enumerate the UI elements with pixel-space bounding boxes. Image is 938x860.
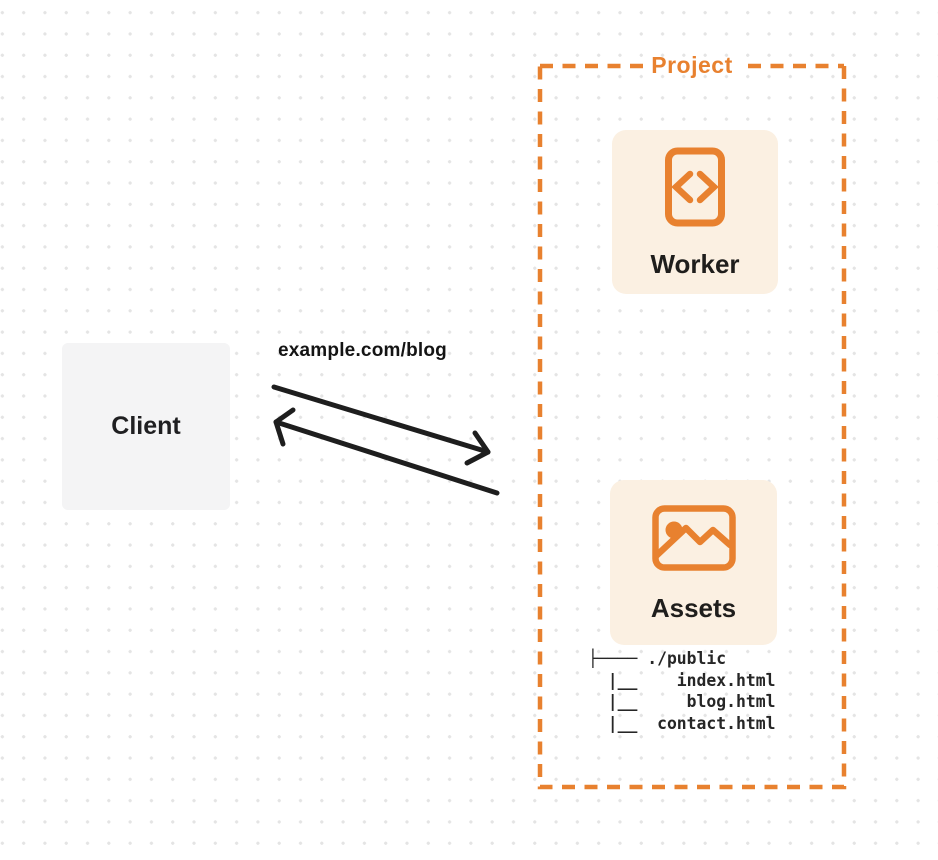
code-file-icon xyxy=(665,147,725,227)
file-tree-line-index: |__ index.html xyxy=(588,670,776,690)
file-tree-line-public: ├──── ./public xyxy=(588,649,727,668)
file-tree-line-blog: |__ blog.html xyxy=(588,692,776,711)
project-boundary-label: Project xyxy=(651,52,733,78)
file-tree-line-contact: |__ contact.html xyxy=(588,713,776,733)
response-arrow xyxy=(273,407,500,496)
worker-card: Worker xyxy=(612,130,778,294)
client-label: Client xyxy=(111,412,181,440)
project-dashed-border xyxy=(537,63,847,790)
assets-file-tree: ├──── ./public |__ index.html |__ blog.h… xyxy=(588,648,776,734)
request-arrow xyxy=(271,384,491,466)
client-box: Client xyxy=(62,343,230,510)
worker-label: Worker xyxy=(650,249,740,279)
image-icon xyxy=(651,504,736,571)
assets-card: Assets xyxy=(610,480,777,645)
request-url-label: example.com/blog xyxy=(278,340,447,361)
assets-label: Assets xyxy=(650,592,737,623)
